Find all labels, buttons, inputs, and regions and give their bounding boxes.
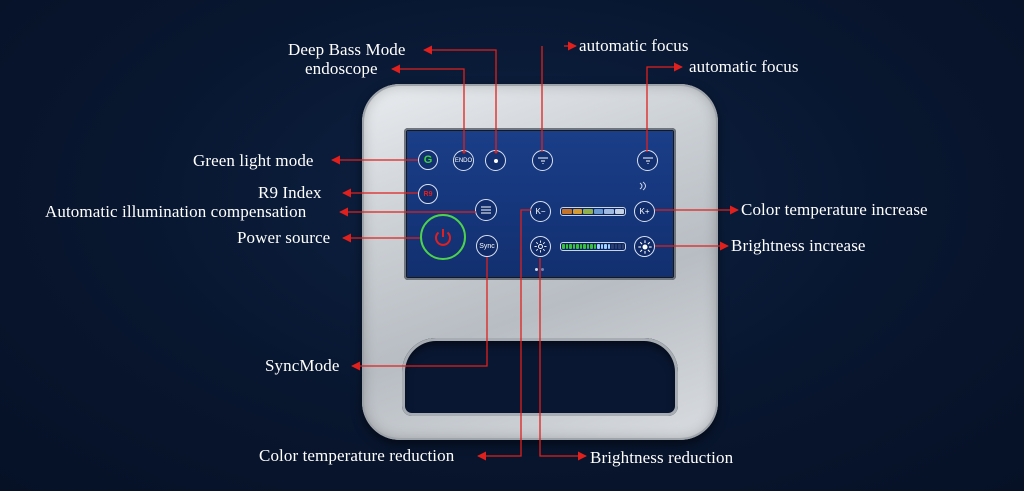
brightness-segment [576,244,579,249]
brightness-segment [562,244,565,249]
color-temp-segment [583,209,593,214]
brightness-segment [604,244,607,249]
label-power-source: Power source [237,228,331,247]
page-indicator-dot [535,268,538,271]
brightness-segment [590,244,593,249]
brightness-segment [611,244,614,249]
label-green-light-mode: Green light mode [193,151,314,170]
power-icon [435,229,451,246]
sun-icon [534,240,547,253]
label-automatic-illumination: Automatic illumination compensation [45,202,307,221]
label-r9-index: R9 Index [258,183,322,202]
brightness-segment [586,244,589,249]
label-color-temp-increase: Color temperature increase [741,200,928,219]
page-indicator-dot [541,268,544,271]
label-color-temp-reduction: Color temperature reduction [259,446,455,465]
auto-illumination-button[interactable] [475,199,497,221]
brightness-segment [583,244,586,249]
color-temp-segment [572,209,582,214]
brightness-segment [607,244,610,249]
brightness-segment [579,244,582,249]
brightness-segment [618,244,621,249]
sun-icon [637,239,652,254]
focus-icon [642,157,653,164]
brightness-segment [597,244,600,249]
label-automatic-focus-1: automatic focus [579,36,689,55]
label-sync-mode: SyncMode [265,356,340,375]
color-temp-segment [593,209,603,214]
brightness-increase-button[interactable] [634,236,655,257]
illumination-icon [481,206,491,214]
brightness-segment [572,244,575,249]
brightness-bar [560,242,626,251]
label-automatic-focus-2: automatic focus [689,57,799,76]
wireless-icon [639,181,646,191]
brightness-segment [565,244,568,249]
color-temp-segment [614,209,624,214]
brightness-segment [614,244,617,249]
label-deep-bass-mode: Deep Bass Mode [288,40,406,59]
brightness-segment [593,244,596,249]
color-temp-segment [604,209,614,214]
focus-icon [537,157,548,164]
brightness-segment [569,244,572,249]
power-button[interactable] [420,214,466,260]
color-temp-segment [562,209,572,214]
label-endoscope: endoscope [305,59,378,78]
brightness-decrease-button[interactable] [530,236,551,257]
color-temperature-bar [560,207,626,216]
brightness-segment [600,244,603,249]
brightness-segment [621,244,624,249]
label-brightness-increase: Brightness increase [731,236,866,255]
label-brightness-reduction: Brightness reduction [590,448,734,467]
